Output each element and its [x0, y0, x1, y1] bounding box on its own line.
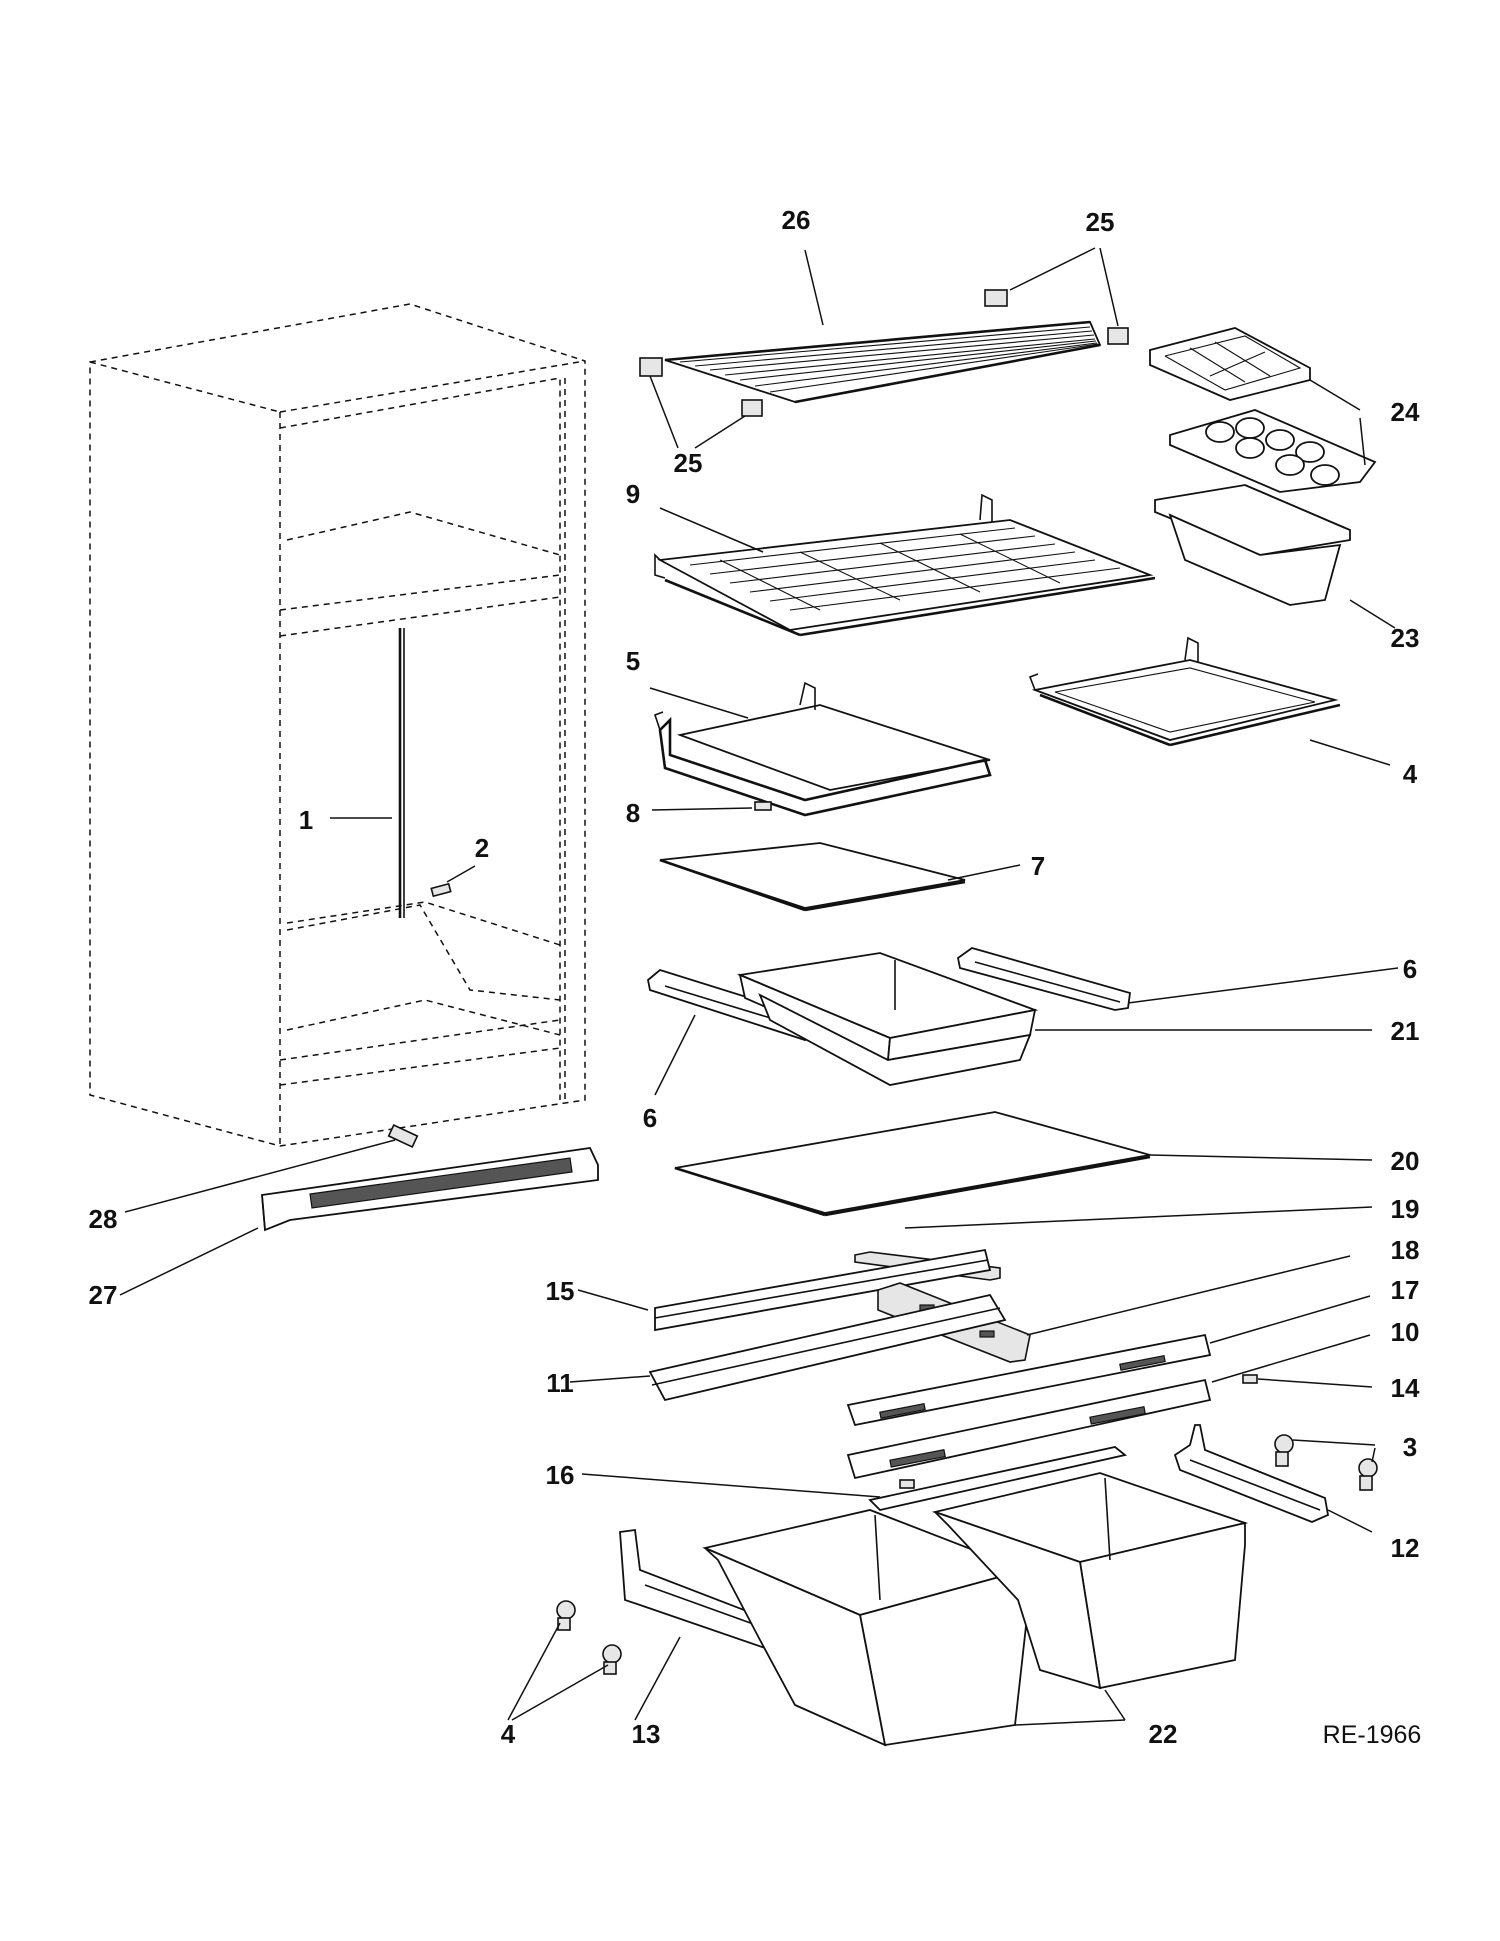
- callout-14: 14: [1391, 1373, 1420, 1403]
- callout-19: 19: [1391, 1194, 1420, 1224]
- part-9-shelf: [654, 493, 1156, 637]
- cabinet-outline: [89, 303, 586, 1147]
- callout-13: 13: [632, 1719, 661, 1749]
- part-27-base-grille: [261, 1147, 599, 1232]
- part-5-shelf-frame: [653, 681, 992, 817]
- callout-21: 21: [1391, 1016, 1420, 1046]
- part-4-roller: [556, 1600, 622, 1675]
- callout-3: 3: [1403, 1432, 1417, 1462]
- part-10-rail: [846, 1378, 1212, 1480]
- callout-17: 17: [1391, 1275, 1420, 1305]
- part-21-drawer: [736, 952, 1039, 1086]
- part-25-shelf-support: [639, 289, 1129, 417]
- part-26-wire-shelf: [664, 320, 1102, 404]
- part-6-slide-right: [957, 947, 1131, 1011]
- callout-25: 25: [1086, 207, 1115, 237]
- part-23-storage-bin: [1154, 484, 1351, 606]
- part-24-ice-tray: [1149, 327, 1311, 401]
- part-4-shelf-frame: [1028, 636, 1341, 747]
- callout-4: 4: [1403, 759, 1418, 789]
- part-2-screw: [430, 882, 452, 898]
- callout-10: 10: [1391, 1317, 1420, 1347]
- callout-2: 2: [475, 833, 489, 863]
- part-15-rail: [654, 1248, 992, 1332]
- part-11-rail: [648, 1293, 1007, 1402]
- part-16-divider: [868, 1446, 1128, 1511]
- callout-26: 26: [782, 205, 811, 235]
- part-12-drawer-slide: [1173, 1424, 1330, 1523]
- callout-15: 15: [546, 1276, 575, 1306]
- callout-1: 1: [299, 805, 313, 835]
- callout-5: 5: [626, 646, 640, 676]
- callout-23: 23: [1391, 623, 1420, 653]
- callout-labels: 1 2 3 4 4 5 6 6 7 8 9 10 11 12 13 14 15 …: [89, 205, 1420, 1749]
- callout-7: 7: [1031, 851, 1045, 881]
- callout-9: 9: [626, 479, 640, 509]
- diagram-code: RE-1966: [1323, 1721, 1422, 1749]
- callout-20: 20: [1391, 1146, 1420, 1176]
- callout-24: 24: [1391, 397, 1420, 427]
- part-1-shelf-rail: [398, 628, 405, 918]
- callout-16: 16: [546, 1460, 575, 1490]
- callout-6: 6: [1403, 954, 1417, 984]
- part-17-rail: [846, 1333, 1212, 1427]
- callout-28: 28: [89, 1204, 118, 1234]
- callout-4: 4: [501, 1719, 516, 1749]
- leader-lines: [119, 247, 1399, 1726]
- part-14-screw: [1242, 1374, 1258, 1384]
- part-7-glass: [659, 842, 966, 912]
- callout-8: 8: [626, 798, 640, 828]
- callout-22: 22: [1149, 1719, 1178, 1749]
- callout-27: 27: [89, 1280, 118, 1310]
- callout-6: 6: [643, 1103, 657, 1133]
- part-22-crisper-drawer-right: [931, 1472, 1249, 1690]
- part-8-screw: [754, 801, 772, 811]
- part-3-roller: [1274, 1434, 1378, 1491]
- part-24-egg-tray: [1169, 409, 1377, 493]
- part-20-glass: [674, 1111, 1151, 1217]
- callout-25: 25: [674, 448, 703, 478]
- part-22-crisper-drawer-left: [702, 1509, 1031, 1747]
- callout-11: 11: [546, 1368, 574, 1398]
- callout-12: 12: [1391, 1533, 1420, 1563]
- callout-18: 18: [1391, 1235, 1420, 1265]
- part-28-spring: [387, 1124, 419, 1148]
